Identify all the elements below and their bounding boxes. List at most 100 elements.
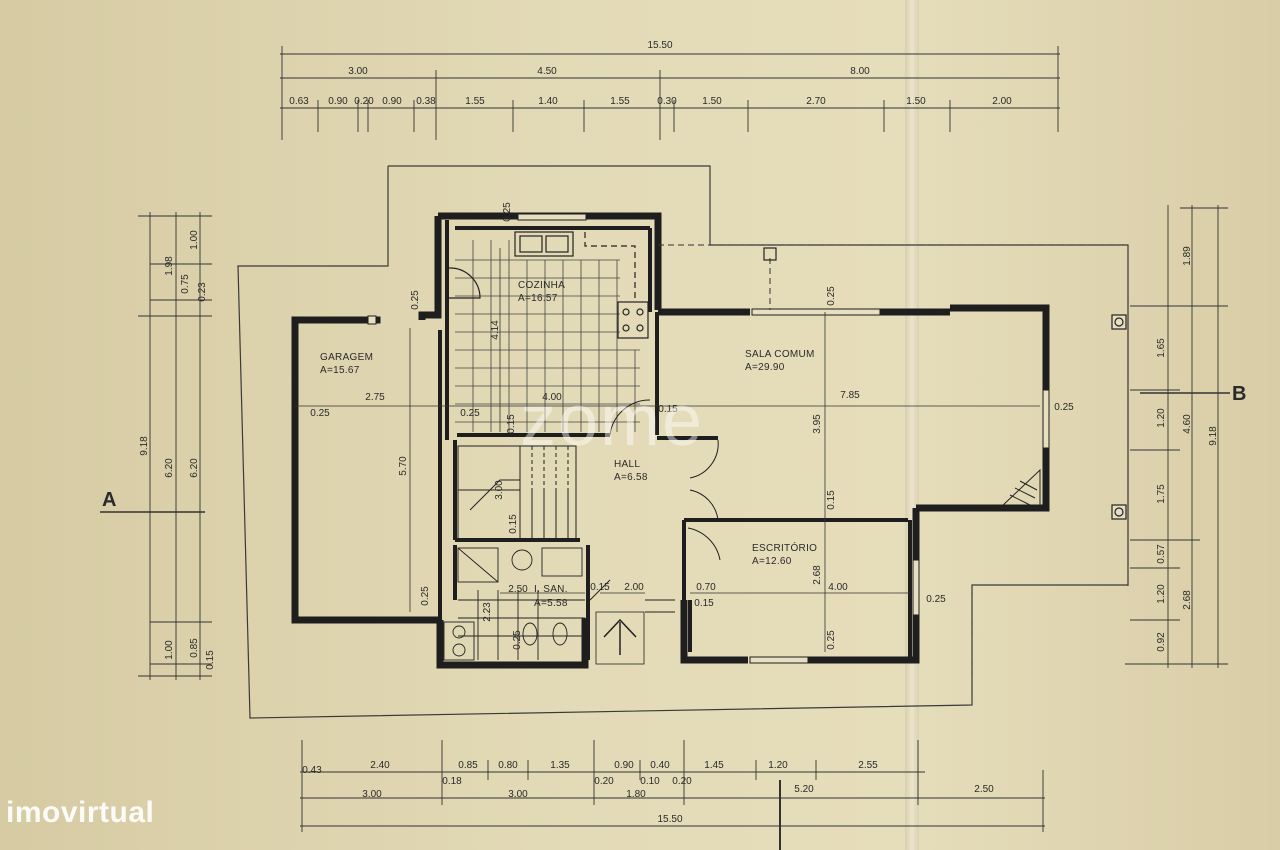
dim-inner: 2.68 [812,565,823,585]
dim-left-b: 0.75 [180,274,191,294]
room-name-escritorio: ESCRITÓRIO [752,541,817,554]
dim-inner: 3.00 [494,480,505,500]
kitchen-fixtures [448,231,649,339]
dim-inner: 0.25 [1054,402,1074,413]
dim-inner: 2.75 [365,392,385,403]
dim-inner: 0.15 [508,514,519,534]
dim-inner: 0.25 [826,286,837,306]
dim-top-detail: 1.55 [465,96,485,107]
dim-top-detail: 0.63 [289,96,309,107]
room-area-isan: A=5.58 [534,598,568,609]
dim-right-b: 0.57 [1156,544,1167,564]
columns [1111,314,1127,520]
dim-inner: 0.25 [926,594,946,605]
dim-inner: 0.25 [512,630,523,650]
kitchen-tiles [455,240,640,432]
dim-top-mid: 8.00 [850,66,870,77]
dim-top-mid: 4.50 [537,66,557,77]
dim-top-mid: 3.00 [348,66,368,77]
dim-top-detail: 0.90 [328,96,348,107]
dim-bottom-mid: 3.00 [508,789,528,800]
dim-right-a: 4.60 [1182,414,1193,434]
room-area-cozinha: A=16.57 [518,293,558,304]
toilet-icon [522,622,538,646]
dim-bottom-detail: 1.35 [550,760,570,771]
bidet-icon [552,622,568,646]
column-marker [763,247,777,261]
dim-bottom-detail: 2.40 [370,760,390,771]
dim-bottom-total: 15.50 [657,814,682,825]
brand-logo: imovirtual [6,796,155,829]
washbasin-icon [511,549,533,571]
dim-top-detail: 0.30 [657,96,677,107]
room-name-isan: I. SAN. [534,584,568,595]
dim-inner: 3.95 [812,414,823,434]
dashed-lines [658,244,1129,700]
dim-top-detail: 1.55 [610,96,630,107]
section-marker-a: A [102,489,116,511]
dim-inner: 0.15 [506,414,517,434]
dim-inner: 7.85 [840,390,860,401]
dim-right-b: 1.20 [1156,408,1167,428]
dim-inner: 0.70 [696,582,716,593]
dim-inner: 0.25 [826,630,837,650]
dim-inner: 4.00 [828,582,848,593]
dim-top-detail: 0.20 [354,96,374,107]
room-name-hall: HALL [614,459,640,470]
dim-right-b: 1.20 [1156,584,1167,604]
entrance-arrow-icon [595,611,645,665]
dim-top-total: 15.50 [647,40,672,51]
dim-right-a: 1.89 [1182,246,1193,266]
dim-inner: 0.25 [460,408,480,419]
dim-left-a: 1.98 [164,256,175,276]
dim-right-outer: 9.18 [1208,426,1219,446]
dim-right-b: 0.92 [1156,632,1167,652]
dim-inner: 0.25 [502,202,513,222]
dim-left-a: 6.20 [164,458,175,478]
dim-top-detail: 1.50 [906,96,926,107]
top-dim-lines [280,46,1060,140]
dim-right-b: 1.65 [1156,338,1167,358]
dim-bottom-mid: 1.80 [626,789,646,800]
dim-left-b: 1.00 [189,230,200,250]
dim-inner: 0.25 [310,408,330,419]
doors [589,399,721,613]
dim-inner: 0.25 [410,290,421,310]
dim-bottom-detail: 0.43 [302,765,322,776]
room-name-cozinha: COZINHA [518,280,565,291]
dim-bottom-detail: 1.20 [768,760,788,771]
dim-left-a: 1.00 [164,640,175,660]
stairs [457,445,577,541]
room-name-garagem: GARAGEM [320,352,373,363]
dim-top-detail: 0.38 [416,96,436,107]
dim-left-b: 6.20 [189,458,200,478]
dim-bottom-detail: 0.90 [614,760,634,771]
dim-bottom-detail: 1.45 [704,760,724,771]
bottom-dim-lines [300,740,1045,850]
dim-bottom-mid: 5.20 [794,784,814,795]
dim-inner: 2.50 [508,584,528,595]
dim-inner: 4.14 [490,320,501,340]
dim-bottom-detail: 2.55 [858,760,878,771]
bathroom [443,547,585,661]
dim-inner: 0.15 [694,598,714,609]
room-area-hall: A=6.58 [614,472,648,483]
dim-bottom-detail: 0.80 [498,760,518,771]
room-area-escritorio: A=12.60 [752,556,792,567]
dim-left-b: 0.85 [189,638,200,658]
section-marker-b: B [1232,383,1246,405]
dim-left-b: 0.23 [197,282,208,302]
room-name-sala: SALA COMUM [745,349,815,360]
dim-bottom-detail: 0.18 [442,776,462,787]
stove-icon [617,301,649,339]
dim-inner: 0.25 [420,586,431,606]
dim-left-b: 0.15 [205,650,216,670]
sink-icon [514,231,574,257]
dim-bottom-detail: 0.10 [640,776,660,787]
house-walls [291,212,1050,669]
left-dim-lines [100,212,212,680]
dim-inner: 5.70 [398,456,409,476]
dim-inner: 4.00 [542,392,562,403]
dim-top-detail: 1.40 [538,96,558,107]
